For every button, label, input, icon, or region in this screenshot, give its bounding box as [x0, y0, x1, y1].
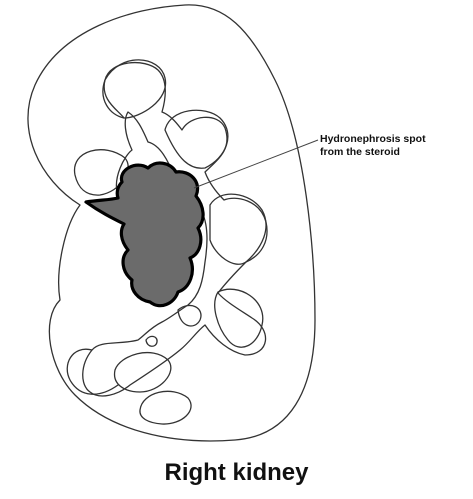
calyx-mid-detail: [178, 305, 201, 326]
ureter-loop: [67, 349, 118, 394]
annotation-line-2: from the steroid: [320, 146, 470, 159]
diagram-caption: Right kidney: [0, 458, 473, 488]
calyx-right-lower: [215, 289, 263, 347]
calyx-lower: [115, 353, 171, 392]
calyx-bottom: [140, 391, 191, 424]
small-calyx: [146, 336, 157, 346]
hydronephrosis-spot: [86, 163, 203, 306]
annotation-line-1: Hydronephrosis spot: [320, 133, 470, 146]
annotation-label: Hydronephrosis spot from the steroid: [320, 133, 470, 159]
